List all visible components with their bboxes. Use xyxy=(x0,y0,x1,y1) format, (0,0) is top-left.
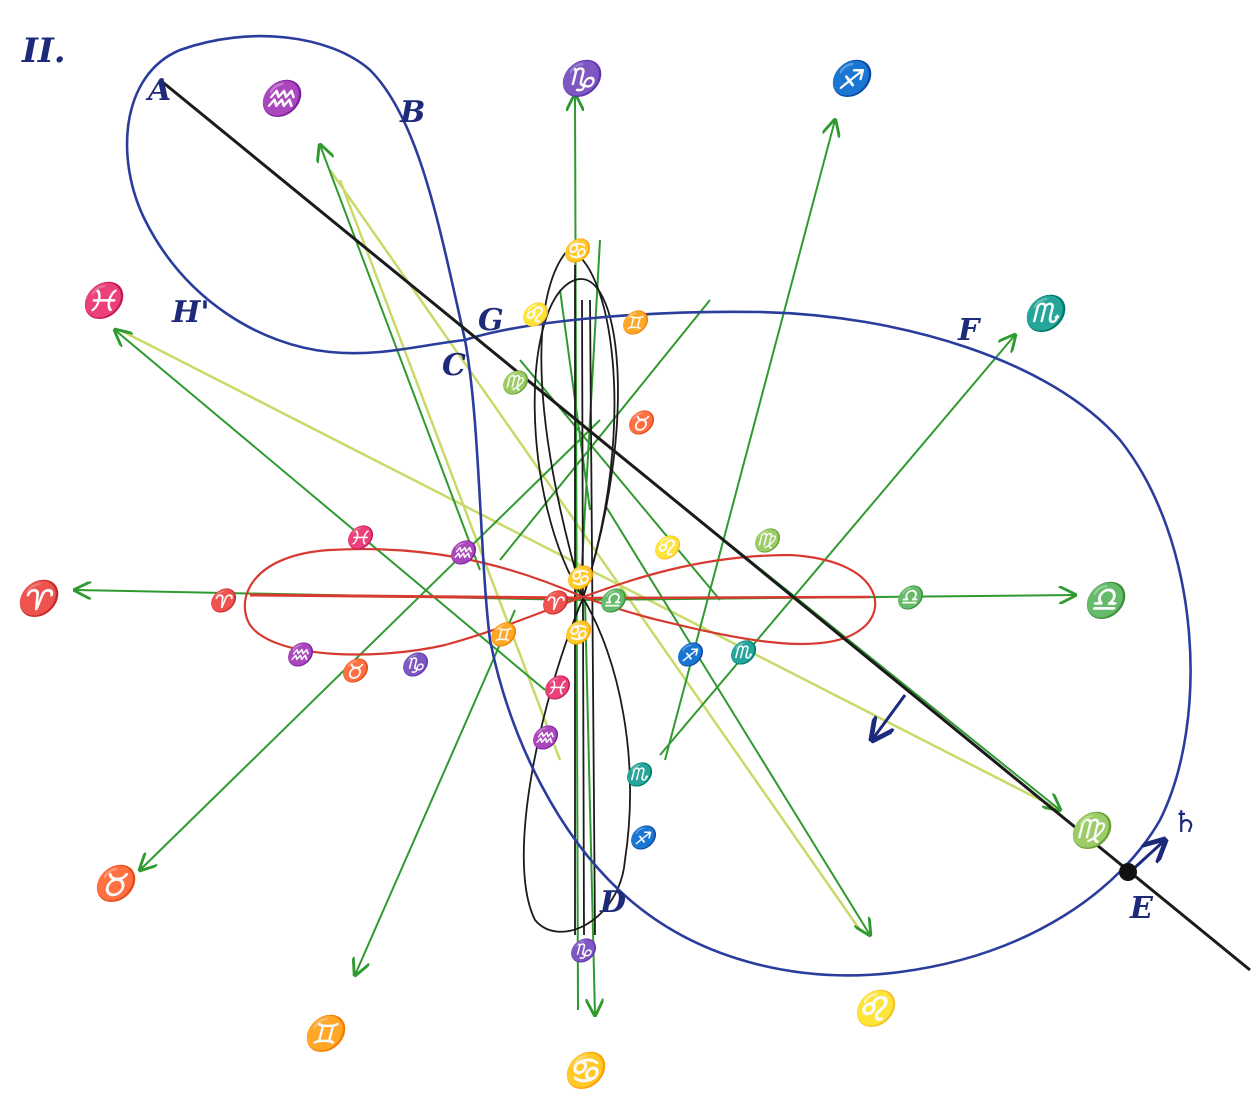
label-g: G xyxy=(478,303,504,338)
axis-scorpio xyxy=(660,335,1015,755)
saturn-symbol: ♄ xyxy=(1172,805,1199,840)
zodiac-libra-right: ♎ xyxy=(1082,581,1131,621)
label-a: A xyxy=(145,73,171,108)
zodiac-sagittarius: ♐ xyxy=(828,59,877,99)
axis-minor-3 xyxy=(500,300,710,560)
zodiac-aries-left: ♈ xyxy=(15,579,64,619)
zodiac-pisces: ♓ xyxy=(80,281,129,321)
blue-orbit-curve xyxy=(127,36,1191,975)
inner-taurus: ♉ xyxy=(626,410,658,436)
axis-minor-2 xyxy=(520,360,720,600)
point-labels: A B C D E F G H' xyxy=(145,73,1154,926)
red-taurus: ♉ xyxy=(340,658,372,684)
zodiac-taurus: ♉ xyxy=(92,864,141,904)
red-aries: ♈ xyxy=(208,588,240,614)
zodiac-capricorn-top: ♑ xyxy=(558,59,607,99)
axis-leo xyxy=(605,505,870,935)
red-leo: ♌ xyxy=(652,535,684,561)
zodiac-scorpio: ♏ xyxy=(1022,294,1071,334)
red-scorpio: ♏ xyxy=(728,640,760,666)
point-e-dot xyxy=(1119,863,1137,881)
inner-capricorn-bottom: ♑ xyxy=(568,938,600,964)
blue-arrows xyxy=(872,695,1165,872)
red-center-aries: ♈ xyxy=(540,590,572,616)
label-c: C xyxy=(442,348,466,383)
red-aquarius: ♒ xyxy=(448,540,480,566)
zodiac-leo: ♌ xyxy=(852,989,901,1029)
zodiac-virgo: ♍ xyxy=(1068,811,1117,851)
label-f: F xyxy=(957,313,982,348)
inner-leo: ♌ xyxy=(520,302,552,328)
inner-virgo: ♍ xyxy=(500,370,532,396)
zodiac-aquarius: ♒ xyxy=(258,79,307,119)
inner-scorpio: ♏ xyxy=(624,762,656,788)
inner-sagittarius: ♐ xyxy=(628,825,660,851)
red-capricorn: ♑ xyxy=(400,652,432,678)
figure-label: II. xyxy=(21,31,66,71)
center-cancer-symbol: ♋ xyxy=(565,565,597,591)
axis-taurus xyxy=(140,420,600,870)
red-aquarius-low: ♒ xyxy=(285,642,317,668)
red-sagittarius: ♐ xyxy=(675,642,707,668)
red-center-libra: ♎ xyxy=(598,588,630,614)
center-gemini-symbol: ♊ xyxy=(488,622,520,648)
zodiac-cancer-bottom: ♋ xyxy=(562,1051,611,1091)
inner-gemini-top: ♊ xyxy=(620,310,652,336)
red-pisces: ♓ xyxy=(345,525,377,551)
label-e: E xyxy=(1129,891,1154,926)
red-zodiac-labels: ♈ ♎ ♓ ♒ ♌ ♍ ♒ ♉ ♑ ♐ ♏ ♈ ♎ ♋ xyxy=(208,525,927,684)
zodiac-gemini: ♊ xyxy=(302,1014,351,1054)
red-libra: ♎ xyxy=(895,585,927,611)
red-virgo: ♍ xyxy=(752,528,784,554)
inner-pisces: ♓ xyxy=(542,675,574,701)
yellow-line-3 xyxy=(340,180,560,760)
label-h: H' xyxy=(171,295,210,330)
label-b: B xyxy=(399,95,425,130)
inner-aquarius: ♒ xyxy=(530,725,562,751)
red-center-cancer: ♋ xyxy=(563,620,595,646)
axis-gemini xyxy=(355,610,515,975)
inner-cancer-top: ♋ xyxy=(562,238,594,264)
label-d: D xyxy=(599,885,626,920)
